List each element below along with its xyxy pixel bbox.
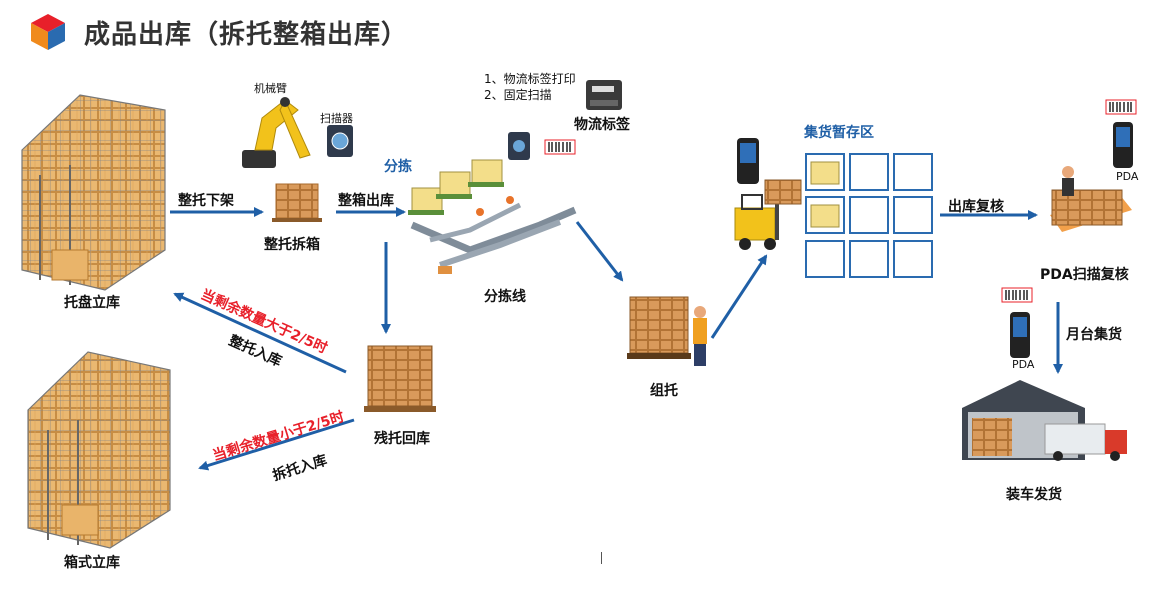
loading-dock-truck <box>962 380 1127 461</box>
fixed-scanner-icon <box>508 132 530 160</box>
label-platform-collect: 月台集货 <box>1066 327 1122 343</box>
label-pda-2: PDA <box>1012 358 1035 371</box>
label-box-out: 整箱出库 <box>338 193 394 209</box>
label-load-ship: 装车发货 <box>1006 487 1062 503</box>
forklift-icon <box>734 179 802 250</box>
robot-arm-icon <box>242 97 311 168</box>
scanner-icon <box>327 125 353 157</box>
label-palletize: 组托 <box>650 383 678 399</box>
pallet-unpack-boxes <box>275 183 319 219</box>
label-pda-1: PDA <box>1116 170 1139 183</box>
staging-grid <box>805 153 933 278</box>
label-outbound-check: 出库复核 <box>948 199 1004 215</box>
label-pallet-unpack: 整托拆箱 <box>264 237 320 253</box>
label-note-1: 1、物流标签打印 <box>484 72 576 86</box>
label-robot-arm: 机械臂 <box>254 82 287 95</box>
page-title: 成品出库（拆托整箱出库） <box>84 20 409 50</box>
pallet-warehouse-rack <box>21 94 166 291</box>
arrow-to-palletize <box>575 221 624 282</box>
label-staging-area: 集货暂存区 <box>804 125 874 141</box>
handheld-pda-icon-3 <box>1010 312 1030 358</box>
remnant-pallet-boxes <box>364 345 436 412</box>
label-sorting-line: 分拣线 <box>484 289 526 305</box>
handheld-pda-icon-2 <box>1113 122 1133 168</box>
label-scanner: 扫描器 <box>320 112 353 125</box>
barcode-icon-2 <box>1105 99 1137 115</box>
arrow-unpack-in <box>198 418 355 471</box>
label-sorting: 分拣 <box>384 159 412 175</box>
label-pallet-warehouse: 托盘立库 <box>64 295 120 311</box>
box-warehouse-rack <box>27 351 171 549</box>
barcode-icon-3 <box>1001 287 1033 303</box>
label-remnant-return: 残托回库 <box>374 431 430 447</box>
arrow-whole-in <box>173 292 347 374</box>
label-logistics-label: 物流标签 <box>574 117 630 133</box>
logo-cube-icon <box>31 14 65 50</box>
label-box-warehouse: 箱式立库 <box>64 555 120 571</box>
barcode-icon <box>544 139 576 155</box>
label-pda-check: PDA扫描复核 <box>1040 267 1129 283</box>
label-note-2: 2、固定扫描 <box>484 88 552 102</box>
handheld-pda-icon-1 <box>737 138 759 184</box>
label-whole-pallet-down: 整托下架 <box>178 193 234 209</box>
sorting-line-conveyor <box>408 159 577 274</box>
palletize-worker <box>627 296 707 366</box>
arrow-to-staging <box>710 254 768 339</box>
pda-check-scene <box>1050 166 1132 232</box>
label-printer-icon <box>586 80 622 110</box>
divider-tick <box>601 552 602 564</box>
